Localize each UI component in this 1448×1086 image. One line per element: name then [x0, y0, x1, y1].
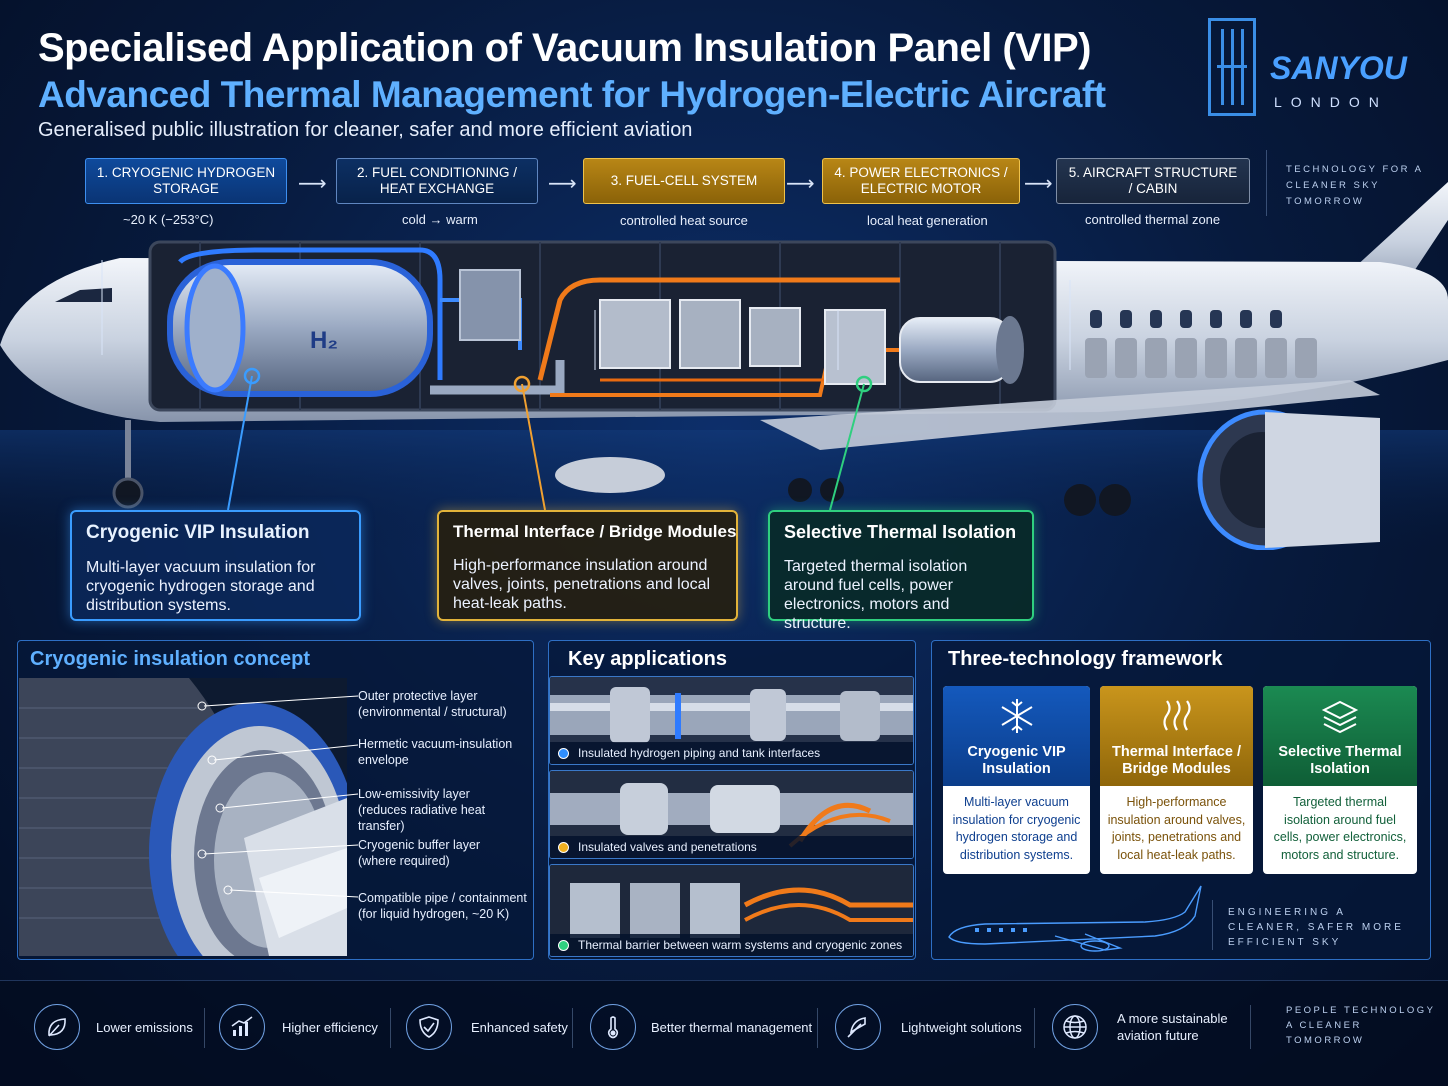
benefit-lower-emissions: Lower emissions [34, 1004, 193, 1050]
thermometer-icon [590, 1004, 636, 1050]
framework-slogan: ENGINEERING A CLEANER, SAFER MORE EFFICI… [1228, 907, 1404, 948]
benefit-thermal-management: Better thermal management [590, 1004, 812, 1050]
application-image-piping: Insulated hydrogen piping and tank inter… [549, 676, 914, 765]
step-2-box: 2. FUEL CONDITIONING / HEAT EXCHANGE [336, 158, 538, 204]
divider [817, 1008, 818, 1048]
insulated-pipe-cross-section [19, 678, 347, 956]
page-title: Specialised Application of Vacuum Insula… [38, 26, 1091, 70]
step-3-note: controlled heat source [620, 213, 748, 228]
step-5-note: controlled thermal zone [1085, 212, 1221, 227]
page-description: Generalised public illustration for clea… [38, 119, 693, 141]
framework-card-cryogenic: Cryogenic VIP Insulation Multi-layer vac… [943, 686, 1090, 874]
benefit-sustainable-future: A more sustainable aviation future [1052, 1004, 1237, 1050]
framework-title: Three-technology framework [948, 648, 1223, 670]
arrow-right-icon: ⟶ [298, 173, 327, 195]
step-4-box: 4. POWER ELECTRONICS / ELECTRIC MOTOR [822, 158, 1020, 204]
layer-pipe-containment: Compatible pipe / containment(for liquid… [358, 891, 527, 921]
applications-title: Key applications [568, 648, 727, 670]
framework-card-thermal-interface: Thermal Interface / Bridge Modules High-… [1100, 686, 1253, 874]
footer-tagline: PEOPLE TECHNOLOGY A CLEANER TOMORROW [1286, 1005, 1436, 1046]
benefit-enhanced-safety: Enhanced safety [406, 1004, 568, 1050]
aircraft-outline-icon [948, 885, 1202, 952]
step-1-box: 1. CRYOGENIC HYDROGEN STORAGE [85, 158, 287, 204]
arrow-right-icon: ⟶ [786, 173, 815, 195]
feather-icon [835, 1004, 881, 1050]
concept-title: Cryogenic insulation concept [30, 648, 311, 670]
divider [1034, 1008, 1035, 1048]
layer-low-emissivity: Low-emissivity layer(reduces radiative h… [358, 787, 486, 833]
globe-icon [1052, 1004, 1098, 1050]
divider [204, 1008, 205, 1048]
application-image-thermal-barrier: Thermal barrier between warm systems and… [549, 864, 914, 957]
step-3-box: 3. FUEL-CELL SYSTEM [583, 158, 785, 204]
layer-leader-lines [197, 695, 359, 898]
divider [572, 1008, 573, 1048]
shield-check-icon [406, 1004, 452, 1050]
brand-name: SANYOU [1270, 50, 1407, 86]
layers-icon [1321, 700, 1359, 734]
arrow-right-icon: ⟶ [548, 173, 577, 195]
brand-tagline: TECHNOLOGY FOR A CLEANER SKY TOMORROW [1286, 164, 1423, 207]
callout-selective-isolation: Selective Thermal Isolation Targeted the… [768, 510, 1034, 632]
sanyou-logo-icon [1208, 18, 1256, 116]
layer-outer-protective: Outer protective layer(environmental / s… [358, 689, 507, 719]
layer-cryogenic-buffer: Cryogenic buffer layer(where required) [358, 838, 481, 868]
benefit-higher-efficiency: Higher efficiency [219, 1004, 378, 1050]
leaf-icon [34, 1004, 80, 1050]
brand-location: LONDON [1274, 94, 1388, 110]
page-subtitle: Advanced Thermal Management for Hydrogen… [38, 74, 1106, 115]
divider [390, 1008, 391, 1048]
divider [1250, 1005, 1251, 1049]
divider [1266, 150, 1267, 216]
layer-vacuum-envelope: Hermetic vacuum-insulation envelope [358, 737, 513, 767]
snowflake-icon [1000, 699, 1033, 733]
heat-waves-icon [1162, 700, 1191, 731]
chart-up-icon [219, 1004, 265, 1050]
step-5-box: 5. AIRCRAFT STRUCTURE / CABIN [1056, 158, 1250, 204]
aircraft-cutaway-illustration: H₂ [0, 182, 1448, 550]
callout-cryogenic-vip: Cryogenic VIP Insulation Multi-layer vac… [70, 510, 361, 621]
tank-label: H₂ [310, 327, 338, 354]
callout-thermal-interface: Thermal Interface / Bridge Modules High-… [437, 510, 738, 621]
arrow-right-icon: ⟶ [1024, 173, 1053, 195]
divider [1212, 900, 1213, 950]
step-1-note: ~20 K (−253°C) [123, 212, 214, 227]
framework-card-selective-isolation: Selective Thermal Isolation Targeted the… [1263, 686, 1417, 874]
step-2-note: cold → warm [402, 212, 478, 227]
step-4-note: local heat generation [867, 213, 988, 228]
application-image-valves: Insulated valves and penetrations [549, 770, 914, 859]
benefit-lightweight: Lightweight solutions [835, 1004, 1022, 1050]
